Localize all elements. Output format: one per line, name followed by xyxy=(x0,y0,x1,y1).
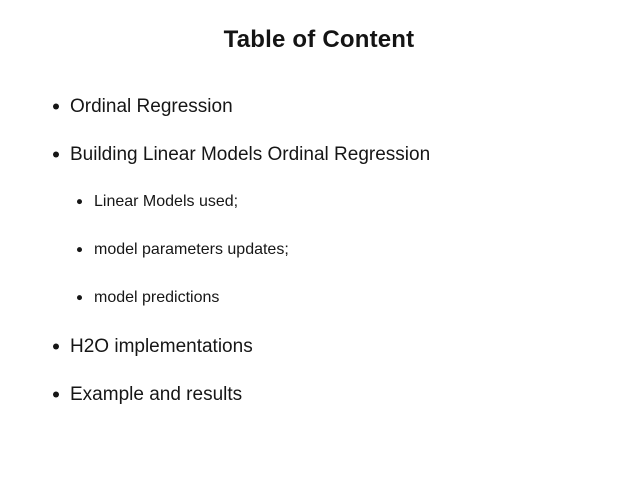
bullet-icon xyxy=(53,103,59,110)
toc-item-label: Linear Models used; xyxy=(94,193,239,210)
toc-item-example-and-results: Example and results xyxy=(0,383,638,407)
toc-item-building-linear-models: Building Linear Models Ordinal Regressio… xyxy=(0,143,638,167)
toc-item-linear-models-used: Linear Models used; xyxy=(0,191,638,212)
bullet-icon xyxy=(53,391,59,398)
bullet-icon xyxy=(77,294,82,300)
toc-item-label: H2O implementations xyxy=(70,336,253,357)
toc-item-model-parameters-updates: model parameters updates; xyxy=(0,239,638,260)
toc-item-label: Building Linear Models Ordinal Regressio… xyxy=(70,144,431,165)
toc-item-label: Example and results xyxy=(70,384,243,405)
slide-title: Table of Content xyxy=(223,26,415,53)
toc-item-model-predictions: model predictions xyxy=(0,287,638,308)
bullet-icon xyxy=(53,151,59,158)
toc-item-ordinal-regression: Ordinal Regression xyxy=(0,95,638,119)
toc-item-h2o-implementations: H2O implementations xyxy=(0,335,638,359)
bullet-icon xyxy=(77,198,82,204)
bullet-icon xyxy=(77,246,82,252)
toc-list: Ordinal Regression Building Linear Model… xyxy=(0,95,638,431)
toc-item-label: model predictions xyxy=(94,289,220,306)
toc-item-label: model parameters updates; xyxy=(94,241,289,258)
toc-item-label: Ordinal Regression xyxy=(70,96,233,117)
bullet-icon xyxy=(53,343,59,350)
